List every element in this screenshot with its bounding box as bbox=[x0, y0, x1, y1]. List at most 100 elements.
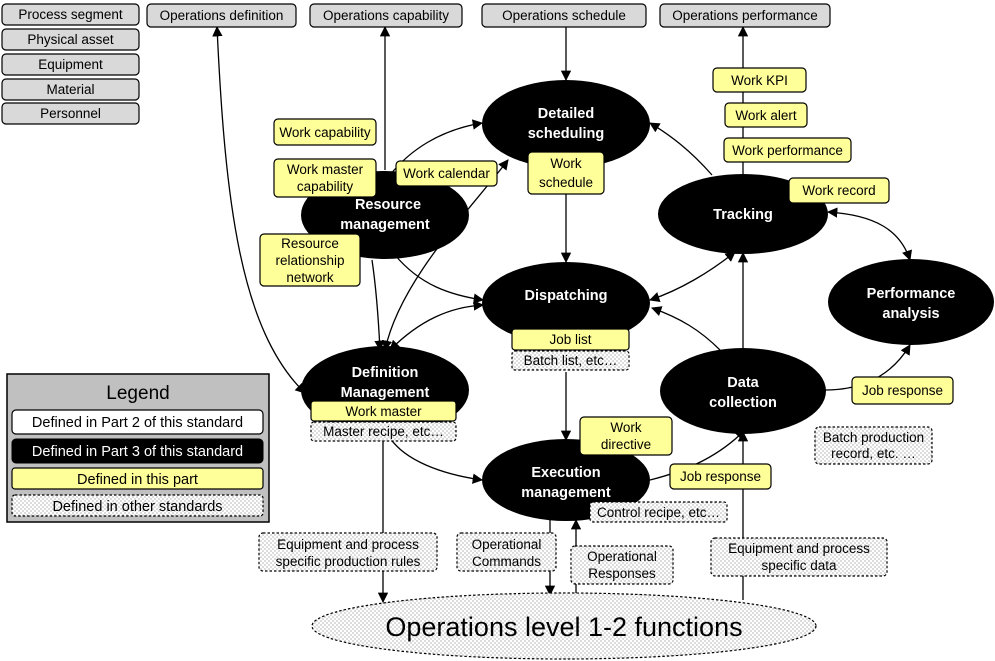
conn-opsdef-defmgmt bbox=[212, 25, 306, 394]
batch-list-box: Batch list, etc… bbox=[511, 350, 630, 371]
data-collection-line1: Data bbox=[727, 375, 759, 391]
job-response-exec-label: Job response bbox=[680, 469, 761, 484]
operations-definition-box: Operations definition bbox=[146, 3, 297, 28]
material-box: Material bbox=[1, 78, 140, 101]
batch-production-record-box: Batch production record, etc. … bbox=[814, 426, 933, 465]
eprules-line1: Equipment and process bbox=[277, 537, 419, 552]
epdata-line2: specific data bbox=[761, 558, 837, 573]
job-response-data-label: Job response bbox=[862, 383, 943, 398]
performance-analysis-line1: Performance bbox=[867, 286, 956, 302]
work-record-label: Work record bbox=[802, 183, 875, 198]
detailed-scheduling-line2: scheduling bbox=[528, 126, 605, 142]
job-response-exec-box: Job response bbox=[669, 463, 772, 490]
data-collection-line2: collection bbox=[709, 395, 777, 411]
definition-management-line1: Definition bbox=[352, 365, 419, 381]
bpr-line1: Batch production bbox=[823, 430, 924, 445]
operations-performance-label: Operations performance bbox=[672, 8, 818, 23]
detailed-scheduling-line1: Detailed bbox=[538, 106, 594, 122]
operations-capability-label: Operations capability bbox=[323, 8, 449, 23]
performance-analysis-line2: analysis bbox=[882, 306, 939, 322]
work-directive-box: Work directive bbox=[579, 416, 673, 456]
part4-objects: Work KPI Work alert Work performance Wor… bbox=[259, 67, 954, 490]
conn-def-disp bbox=[389, 300, 485, 351]
process-segment-box: Process segment bbox=[1, 3, 140, 26]
work-master-capability-line1: Work master bbox=[287, 162, 364, 177]
work-master-capability-box: Work master capability bbox=[273, 158, 377, 198]
job-list-label: Job list bbox=[549, 332, 591, 347]
operations-capability-box: Operations capability bbox=[309, 3, 463, 28]
work-performance-box: Work performance bbox=[723, 137, 852, 163]
equipment-box: Equipment bbox=[1, 53, 140, 76]
equipment-label: Equipment bbox=[38, 57, 103, 72]
part2-objects: Process segment Physical asset Equipment… bbox=[1, 3, 831, 125]
opcmd-line2: Commands bbox=[472, 554, 541, 569]
work-capability-label: Work capability bbox=[279, 125, 371, 140]
operational-responses-box: Operational Responses bbox=[570, 545, 674, 585]
work-master-box: Work master bbox=[310, 400, 457, 422]
execution-management-line1: Execution bbox=[531, 465, 600, 481]
operational-commands-box: Operational Commands bbox=[456, 532, 557, 572]
work-record-box: Work record bbox=[788, 177, 890, 204]
work-kpi-label: Work KPI bbox=[731, 73, 788, 88]
rrn-line2: relationship bbox=[275, 253, 344, 268]
operations-schedule-box: Operations schedule bbox=[481, 3, 647, 28]
work-master-label: Work master bbox=[345, 404, 422, 419]
legend-part2-label: Defined in Part 2 of this standard bbox=[32, 415, 243, 431]
operations-definition-label: Operations definition bbox=[160, 8, 284, 23]
legend-part3: Defined in Part 3 of this standard bbox=[11, 438, 264, 464]
conn-dc-disp bbox=[651, 306, 721, 351]
material-label: Material bbox=[46, 82, 94, 97]
work-directive-line2: directive bbox=[601, 437, 651, 452]
activities: Detailed scheduling Resource management … bbox=[301, 80, 994, 521]
legend-part3-label: Defined in Part 3 of this standard bbox=[32, 444, 243, 460]
physical-asset-box: Physical asset bbox=[1, 28, 140, 51]
opresp-line2: Responses bbox=[588, 566, 656, 581]
conn-tracking-pa bbox=[826, 207, 912, 261]
tracking-label: Tracking bbox=[713, 207, 773, 223]
conn-exec-dc bbox=[649, 429, 746, 481]
data-collection-node: Data collection bbox=[660, 348, 826, 434]
bpr-line2: record, etc. … bbox=[831, 446, 916, 461]
work-calendar-label: Work calendar bbox=[403, 166, 490, 181]
equipment-process-rules-box: Equipment and process specific productio… bbox=[258, 532, 438, 572]
work-performance-label: Work performance bbox=[732, 143, 843, 158]
legend-title: Legend bbox=[106, 383, 169, 404]
resource-management-line2: management bbox=[340, 217, 430, 233]
legend-part2: Defined in Part 2 of this standard bbox=[11, 409, 264, 435]
master-recipe-box: Master recipe, etc… bbox=[310, 421, 457, 442]
operations-performance-box: Operations performance bbox=[659, 3, 831, 28]
legend-this-part-label: Defined in this part bbox=[77, 472, 198, 488]
detailed-scheduling-node: Detailed scheduling bbox=[482, 80, 650, 168]
execution-management-node: Execution management bbox=[482, 439, 650, 521]
process-segment-label: Process segment bbox=[18, 7, 123, 22]
job-list-box: Job list bbox=[511, 328, 630, 351]
control-recipe-label: Control recipe, etc… bbox=[597, 505, 720, 520]
resource-relationship-network-box: Resource relationship network bbox=[259, 233, 361, 287]
operations-level-label: Operations level 1-2 functions bbox=[385, 612, 742, 642]
dispatching-node: Dispatching bbox=[482, 262, 650, 344]
work-schedule-line1: Work bbox=[550, 156, 582, 171]
tracking-node: Tracking bbox=[658, 174, 828, 254]
definition-management-line2: Management bbox=[341, 385, 430, 401]
legend: Legend Defined in Part 2 of this standar… bbox=[6, 373, 270, 523]
operations-schedule-label: Operations schedule bbox=[502, 8, 626, 23]
performance-analysis-node: Performance analysis bbox=[828, 259, 994, 345]
work-schedule-box: Work schedule bbox=[527, 151, 605, 195]
equipment-process-data-box: Equipment and process specific data bbox=[710, 537, 888, 577]
execution-management-line2: management bbox=[521, 485, 611, 501]
rrn-line1: Resource bbox=[281, 236, 339, 251]
work-directive-line1: Work bbox=[610, 420, 642, 435]
physical-asset-label: Physical asset bbox=[27, 32, 114, 47]
other-standard-objects: Batch list, etc… Master recipe, etc… Con… bbox=[258, 350, 933, 585]
conn-tracking-ds bbox=[649, 122, 713, 176]
work-kpi-box: Work KPI bbox=[712, 67, 807, 93]
opresp-line1: Operational bbox=[587, 549, 657, 564]
rrn-line3: network bbox=[286, 270, 334, 285]
legend-other-label: Defined in other standards bbox=[52, 499, 222, 515]
work-schedule-line2: schedule bbox=[539, 175, 593, 190]
personnel-box: Personnel bbox=[1, 102, 140, 125]
batch-list-label: Batch list, etc… bbox=[524, 353, 618, 368]
resource-management-line1: Resource bbox=[355, 197, 421, 213]
work-capability-box: Work capability bbox=[273, 118, 377, 146]
